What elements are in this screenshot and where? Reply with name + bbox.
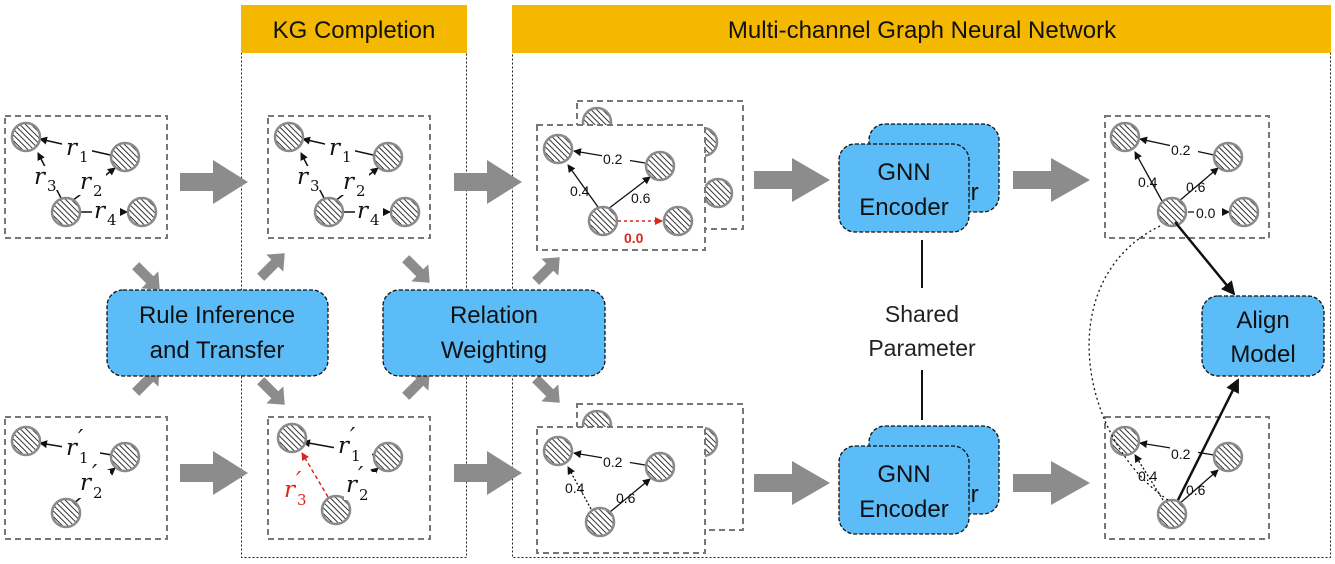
svg-text:0.4: 0.4 (1138, 468, 1158, 484)
svg-text:Weighting: Weighting (441, 337, 547, 364)
svg-text:r: r (297, 164, 310, 190)
kg2-completed-graph: r ′ 1 r ′ 2 r ′ 3 (267, 416, 431, 540)
weight-label: 0.2 (603, 151, 623, 167)
svg-text:2: 2 (356, 182, 366, 200)
svg-text:Align: Align (1236, 307, 1289, 334)
align-model-module: Align Model (1201, 295, 1325, 377)
svg-text:3: 3 (297, 491, 307, 509)
align-arrow-bottom (1176, 378, 1240, 501)
svg-text:2: 2 (359, 486, 369, 504)
rule-inference-module: Rule Inference and Transfer (106, 289, 329, 377)
svg-text:0.2: 0.2 (1171, 142, 1191, 158)
kg1-output-graph: 0.2 0.4 0.6 0.0 (1104, 115, 1270, 239)
svg-text:Encoder: Encoder (859, 496, 948, 523)
svg-text:0.2: 0.2 (603, 454, 623, 470)
svg-text:r: r (338, 433, 351, 459)
gnn-encoder-top: er GNN Encoder (838, 123, 1000, 233)
svg-text:0.4: 0.4 (1138, 174, 1158, 190)
weight-label-new: 0.0 (624, 230, 644, 246)
svg-text:r: r (357, 198, 370, 224)
kg2-output-graph: 0.2 0.4 0.6 (1104, 416, 1270, 540)
svg-text:Rule Inference: Rule Inference (139, 302, 295, 329)
svg-text:0.0: 0.0 (1196, 205, 1216, 221)
svg-text:′: ′ (350, 424, 356, 450)
arrow-encoder-out-top (1013, 158, 1090, 202)
svg-text:0.2: 0.2 (1171, 446, 1191, 462)
flow-arrows (180, 158, 1090, 505)
arrow-kg2-to-completion (180, 451, 248, 495)
svg-text:′: ′ (78, 426, 84, 452)
arrow-encoder-out-bottom (1013, 461, 1090, 505)
mcgnn-header (512, 5, 1331, 53)
arrow-kg2-to-weighting (454, 451, 522, 495)
kg1-completed-graph: r 1 r 3 r 2 r 4 (267, 115, 431, 239)
svg-text:GNN: GNN (877, 159, 930, 186)
relation-weighting-module: Relation Weighting (382, 289, 606, 377)
svg-text:r: r (343, 169, 356, 195)
svg-text:Encoder: Encoder (859, 194, 948, 221)
svg-text:0.6: 0.6 (1186, 482, 1206, 498)
svg-text:2: 2 (93, 182, 103, 200)
svg-text:r: r (66, 435, 79, 461)
svg-text:r: r (34, 164, 47, 190)
svg-text:r: r (329, 135, 342, 161)
arrow-kg1-to-weighting (454, 160, 522, 204)
svg-text:0.4: 0.4 (565, 480, 585, 496)
relation-label: r (66, 135, 79, 161)
kg2-original-graph: r ′ 1 r ′ 2 (4, 416, 168, 540)
svg-text:GNN: GNN (877, 461, 930, 488)
svg-text:1: 1 (79, 148, 89, 166)
inferred-relation-label: r (284, 477, 297, 503)
arrow-to-encoder-bottom (754, 461, 830, 505)
svg-text:4: 4 (107, 211, 117, 229)
alignment-curve (1088, 225, 1169, 501)
kg2-weighted-graph: 0.2 0.4 0.6 (536, 403, 744, 554)
svg-text:3: 3 (47, 177, 57, 195)
svg-text:4: 4 (370, 211, 380, 229)
svg-text:0.6: 0.6 (1186, 179, 1206, 195)
svg-text:3: 3 (310, 177, 320, 195)
kg1-weighted-graph: 0.2 0.4 0.6 0.0 (536, 100, 744, 251)
svg-text:r: r (80, 169, 93, 195)
svg-text:Parameter: Parameter (868, 335, 976, 361)
shared-parameter: Shared Parameter (868, 240, 976, 420)
svg-text:Shared: Shared (885, 301, 959, 327)
svg-text:r: r (80, 470, 93, 496)
diagonal-flow-arrows (132, 253, 560, 405)
gnn-encoder-bottom: er GNN Encoder (838, 425, 1000, 535)
arrow-to-encoder-top (754, 158, 830, 202)
svg-text:and Transfer: and Transfer (150, 337, 285, 364)
svg-text:′: ′ (296, 468, 302, 494)
svg-text:1: 1 (351, 447, 361, 465)
svg-text:0.6: 0.6 (616, 490, 636, 506)
svg-text:r: r (94, 198, 107, 224)
svg-text:0.6: 0.6 (631, 190, 651, 206)
kg1-original-graph: r 1 r 3 r 2 r 4 (4, 115, 168, 239)
svg-text:0.4: 0.4 (570, 183, 590, 199)
kg-completion-header (241, 5, 467, 53)
kg-completion-title: KG Completion (273, 17, 436, 44)
svg-text:′: ′ (92, 461, 98, 487)
svg-text:r: r (346, 472, 359, 498)
svg-text:′: ′ (358, 463, 364, 489)
arrow-kg1-to-completion (180, 160, 248, 204)
align-arrow-top (1174, 221, 1236, 296)
svg-text:1: 1 (79, 449, 89, 467)
svg-text:Relation: Relation (450, 302, 538, 329)
inferred-relation-edge (301, 452, 329, 498)
svg-text:1: 1 (342, 148, 352, 166)
svg-text:2: 2 (93, 484, 103, 502)
mcgnn-title: Multi-channel Graph Neural Network (728, 17, 1117, 44)
svg-text:Model: Model (1230, 341, 1295, 368)
